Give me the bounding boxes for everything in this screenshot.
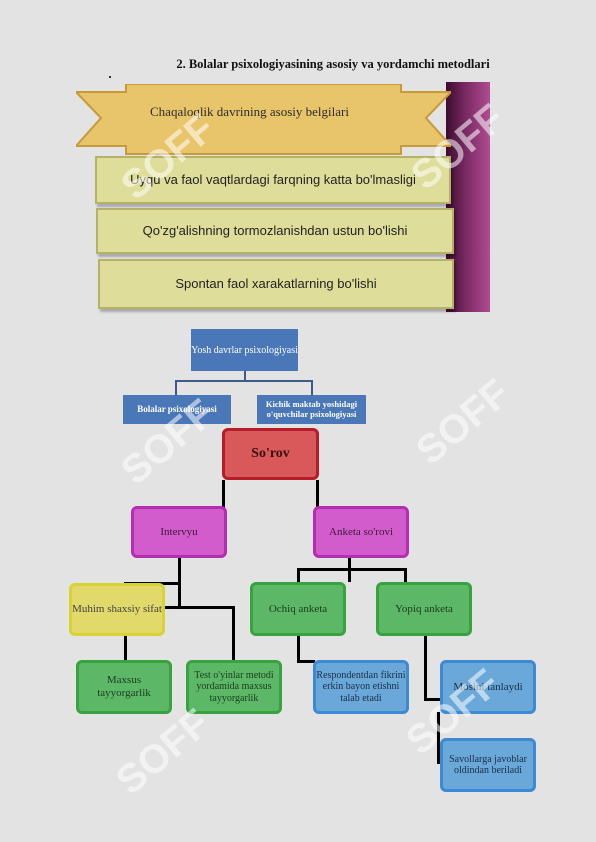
connector bbox=[404, 568, 407, 582]
questionnaire-node: Anketa so'rovi bbox=[313, 506, 409, 558]
feature-box-2: Qo'zg'alishning tormozlanishdan ustun bo… bbox=[96, 208, 454, 254]
respondent-node: Respondentdan fikrini erkin bayon etishn… bbox=[313, 660, 409, 714]
feature-box-3: Spontan faol xarakatlarning bo'lishi bbox=[98, 259, 454, 309]
open-questionnaire-node: Ochiq anketa bbox=[250, 582, 346, 636]
connector bbox=[297, 660, 315, 663]
special-training-node: Maxsus tayyorgarlik bbox=[76, 660, 172, 714]
hierarchy-root: Yosh davrlar psixologiyasi bbox=[191, 329, 298, 371]
feature-box-1: Uyqu va faol vaqtlardagi farqning katta … bbox=[95, 156, 451, 204]
answers-node: Savollarga javoblar oldindan beriladi bbox=[440, 738, 536, 792]
choose-node: Mosini tanlaydi bbox=[440, 660, 536, 714]
connector bbox=[311, 380, 313, 395]
hierarchy-left: Bolalar psixologiyasi bbox=[123, 395, 231, 424]
interview-node: Intervyu bbox=[131, 506, 227, 558]
stray-mark bbox=[109, 76, 111, 78]
connector bbox=[424, 698, 440, 701]
closed-questionnaire-node: Yopiq anketa bbox=[376, 582, 472, 636]
connector bbox=[244, 371, 246, 381]
connector bbox=[297, 568, 300, 582]
connector bbox=[175, 380, 313, 382]
connector bbox=[437, 712, 440, 764]
connector bbox=[424, 636, 427, 700]
connector bbox=[297, 568, 407, 571]
ribbon-banner bbox=[76, 84, 451, 155]
watermark: SOFF bbox=[108, 700, 219, 804]
hierarchy-right: Kichik maktab yoshidagi o'quvchilar psix… bbox=[257, 395, 366, 424]
connector bbox=[175, 380, 177, 395]
important-quality-node: Muhim shaxsiy sifat bbox=[69, 583, 165, 636]
test-method-node: Test o'yinlar metodi yordamida maxsus ta… bbox=[186, 660, 282, 714]
watermark: SOFF bbox=[408, 370, 519, 474]
connector bbox=[222, 480, 225, 510]
connector bbox=[316, 480, 319, 510]
connector bbox=[164, 606, 234, 609]
survey-node: So'rov bbox=[222, 428, 319, 480]
connector bbox=[232, 606, 235, 662]
page-title: 2. Bolalar psixologiyasining asosiy va y… bbox=[176, 57, 490, 71]
banner-label: Chaqaloqlik davrining asosiy belgilari bbox=[150, 104, 349, 119]
connector bbox=[297, 636, 300, 662]
